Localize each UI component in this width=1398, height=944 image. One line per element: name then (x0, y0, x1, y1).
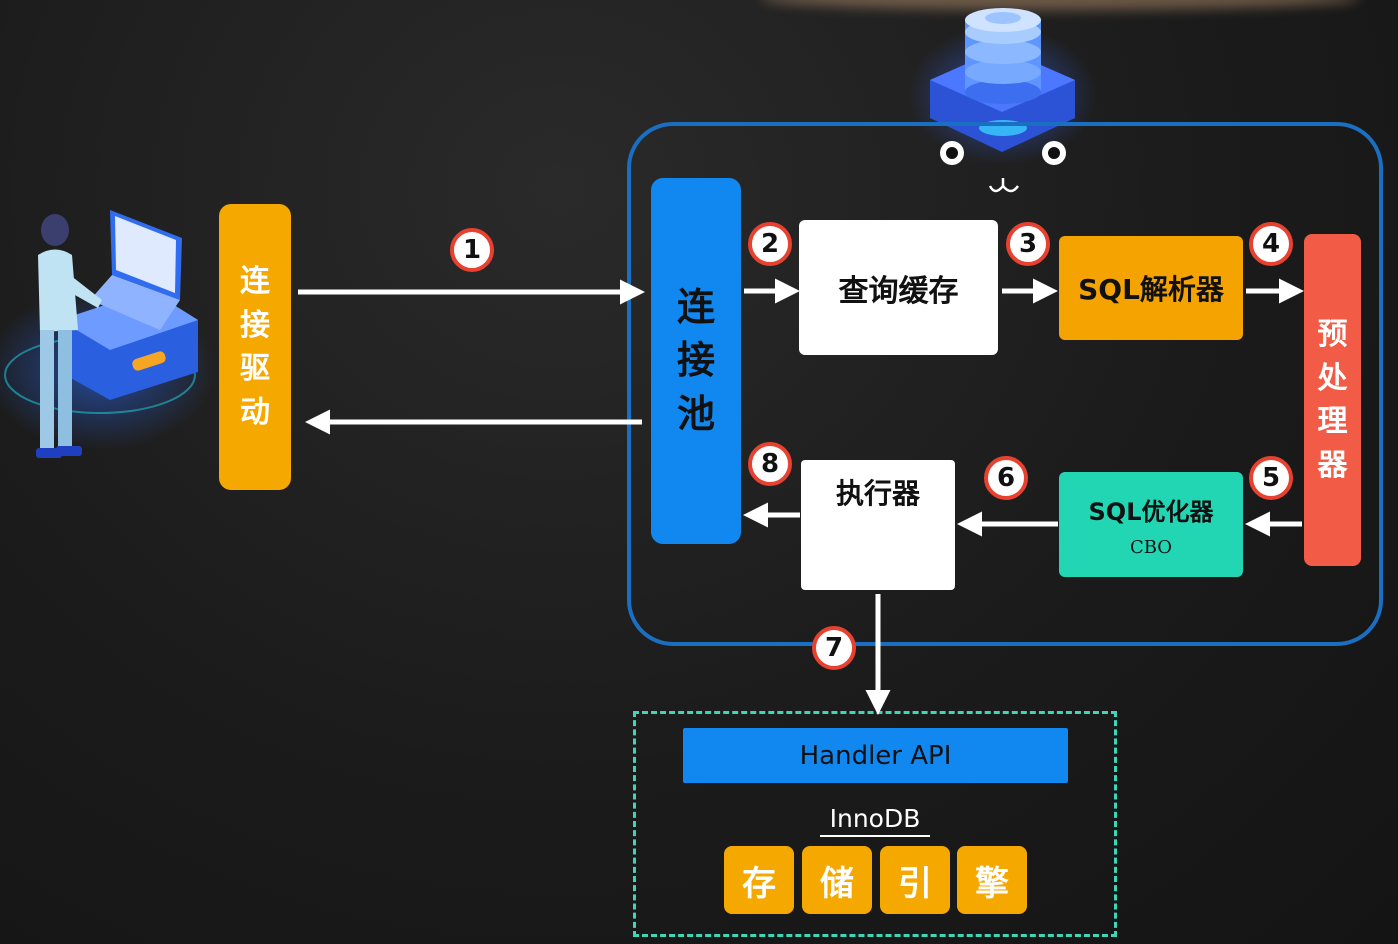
sql-optimizer-box: SQL优化器 CBO (1059, 472, 1243, 577)
connection-pool-box: 连 接 池 (651, 178, 741, 544)
step-badge-4: 4 (1249, 222, 1293, 266)
sql-parser-label: SQL解析器 (1078, 273, 1224, 306)
preprocessor-char: 器 (1317, 447, 1348, 483)
storage-engine-char: 储 (802, 846, 872, 914)
preprocessor-char: 预 (1317, 317, 1348, 352)
preprocessor-box: 预 处 理 器 (1304, 234, 1361, 566)
query-cache-box: 查询缓存 (799, 220, 998, 355)
query-cache-label: 查询缓存 (838, 273, 959, 309)
driver-char: 接 (240, 307, 270, 343)
handler-api-bar: Handler API (683, 728, 1068, 783)
storage-engine-char: 擎 (957, 846, 1027, 914)
sql-parser-box: SQL解析器 (1059, 236, 1243, 340)
pool-char: 接 (676, 338, 715, 383)
driver-char: 驱 (240, 351, 270, 386)
step-badge-1: 1 (450, 228, 494, 272)
preprocessor-char: 处 (1317, 360, 1348, 396)
executor-label: 执行器 (835, 477, 920, 510)
step-badge-2: 2 (748, 222, 792, 266)
sql-optimizer-sub: CBO (1129, 536, 1173, 558)
innodb-label: InnoDB (820, 804, 930, 837)
storage-engine-char: 存 (724, 846, 794, 914)
step-badge-7: 7 (812, 626, 856, 670)
pool-char: 连 (676, 285, 715, 330)
sql-optimizer-label: SQL优化器 (1088, 497, 1214, 526)
executor-box: 执行器 (801, 460, 955, 590)
preprocessor-char: 理 (1317, 404, 1348, 439)
step-badge-8: 8 (748, 442, 792, 486)
top-glow (760, 0, 1360, 10)
step-badge-3: 3 (1006, 222, 1050, 266)
pool-char: 池 (676, 391, 715, 436)
connection-driver-box: 连 接 驱 动 (219, 204, 291, 490)
handler-api-label: Handler API (799, 740, 952, 771)
driver-char: 连 (240, 264, 270, 299)
storage-engine-char: 引 (880, 846, 950, 914)
driver-char: 动 (240, 394, 270, 430)
step-badge-5: 5 (1249, 456, 1293, 500)
step-badge-6: 6 (984, 456, 1028, 500)
mysql-server-frame (627, 122, 1383, 646)
